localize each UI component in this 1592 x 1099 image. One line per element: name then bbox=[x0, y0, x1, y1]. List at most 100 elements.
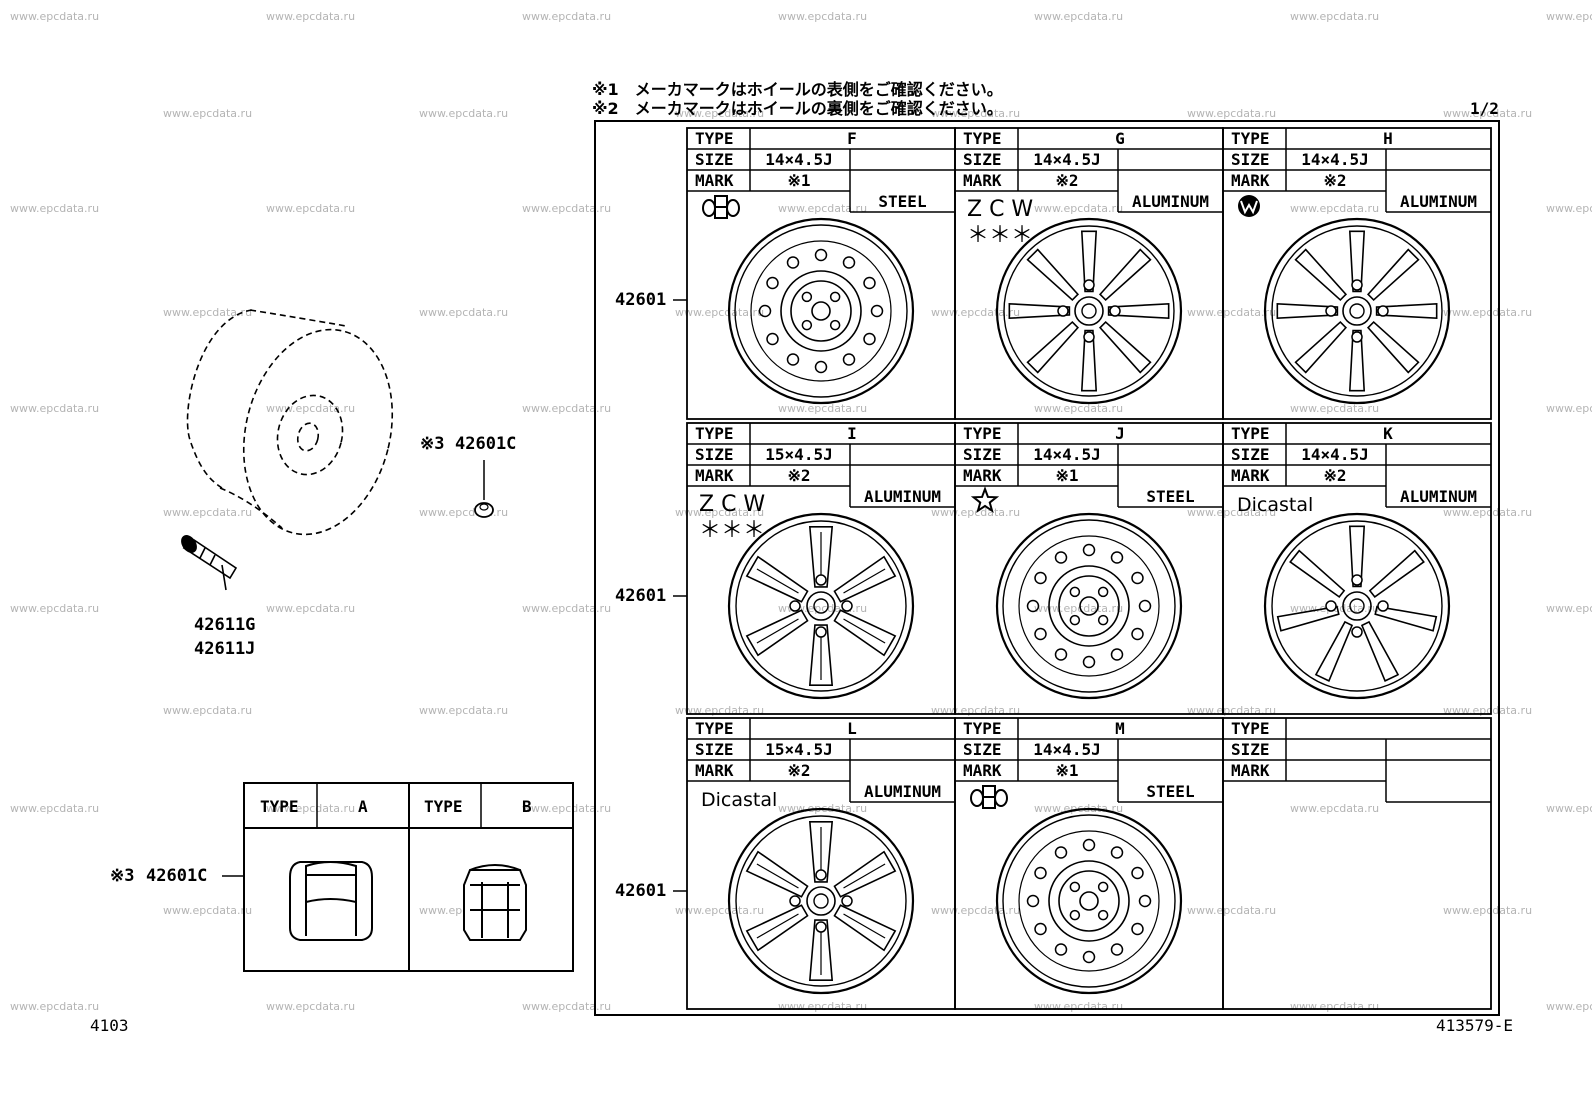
watermark-text: www.epcdata.ru bbox=[675, 506, 764, 519]
panel-border bbox=[1222, 422, 1492, 715]
spec-type-value: H bbox=[1383, 129, 1393, 148]
watermark-text: www.epcdata.ru bbox=[266, 402, 355, 415]
watermark-text: www.epcdata.ru bbox=[1187, 704, 1276, 717]
nut-table-ref: ※3 bbox=[110, 866, 134, 886]
wheel-drawing bbox=[727, 807, 915, 995]
watermark-text: www.epcdata.ru bbox=[10, 10, 99, 23]
spec-label-size: SIZE bbox=[695, 150, 734, 169]
watermark-text: www.epcdata.ru bbox=[266, 10, 355, 23]
watermark-text: www.epcdata.ru bbox=[1187, 904, 1276, 917]
brand-mark: Dicastal bbox=[1237, 494, 1313, 516]
spec-size-value: 14×4.5J bbox=[765, 150, 832, 169]
spec-label-type: TYPE bbox=[963, 129, 1002, 148]
brand-mark: Z C W＊＊＊ bbox=[699, 492, 765, 543]
watermark-text: www.epcdata.ru bbox=[931, 107, 1020, 120]
nut-a-drawing bbox=[289, 861, 373, 941]
watermark-text: www.epcdata.ru bbox=[1034, 1000, 1123, 1013]
tire-center bbox=[296, 422, 320, 452]
watermark-text: www.epcdata.ru bbox=[163, 306, 252, 319]
spec-type-value: I bbox=[847, 424, 857, 443]
brand-mark bbox=[1238, 195, 1260, 217]
spec-size-value: 14×4.5J bbox=[1033, 740, 1100, 759]
tire-bottom-edge bbox=[219, 487, 283, 529]
spec-type-value: K bbox=[1383, 424, 1393, 443]
lug-nut-icon[interactable] bbox=[474, 460, 494, 518]
spec-label-size: SIZE bbox=[1231, 445, 1270, 464]
brand-mark bbox=[970, 486, 1000, 514]
watermark-text: www.epcdata.ru bbox=[1443, 704, 1532, 717]
material-label: STEEL bbox=[878, 192, 926, 211]
spec-label-size: SIZE bbox=[963, 445, 1002, 464]
spec-mark-value: ※1 bbox=[1055, 761, 1078, 780]
spec-size-value: 14×4.5J bbox=[1301, 150, 1368, 169]
spec-label-size: SIZE bbox=[695, 740, 734, 759]
note-front-mark: ※1 メーカマークはホイールの表側をご確認ください。 bbox=[592, 80, 1003, 99]
nut-top bbox=[479, 503, 489, 511]
nut-part-number[interactable]: 42601C bbox=[455, 434, 516, 454]
watermark-text: www.epcdata.ru bbox=[1546, 202, 1592, 215]
watermark-text: www.epcdata.ru bbox=[10, 1000, 99, 1013]
watermark-text: www.epcdata.ru bbox=[1187, 306, 1276, 319]
watermark-text: www.epcdata.ru bbox=[10, 802, 99, 815]
valve-stem-icon[interactable] bbox=[179, 533, 238, 591]
watermark-text: www.epcdata.ru bbox=[778, 10, 867, 23]
wheel-drawing bbox=[995, 512, 1183, 700]
spec-label-mark: MARK bbox=[695, 466, 734, 485]
watermark-text: www.epcdata.ru bbox=[1546, 802, 1592, 815]
valve-ridge bbox=[209, 554, 216, 566]
panel-border bbox=[1222, 717, 1492, 1010]
watermark-text: www.epcdata.ru bbox=[1290, 802, 1379, 815]
spec-label-size: SIZE bbox=[1231, 740, 1270, 759]
brand-text-dicastal: Dicastal bbox=[1237, 494, 1313, 516]
spec-mark-value: ※2 bbox=[787, 466, 810, 485]
watermark-text: www.epcdata.ru bbox=[1546, 402, 1592, 415]
row-callout-1[interactable]: 42601 bbox=[615, 290, 687, 310]
watermark-text: www.epcdata.ru bbox=[1443, 107, 1532, 120]
row-callout-2[interactable]: 42601 bbox=[615, 586, 687, 606]
footer-left-code: 4103 bbox=[90, 1016, 129, 1035]
nut-type-table: TYPE A TYPE B bbox=[243, 782, 574, 972]
watermark-text: www.epcdata.ru bbox=[163, 904, 252, 917]
watermark-text: www.epcdata.ru bbox=[1187, 506, 1276, 519]
watermark-text: www.epcdata.ru bbox=[1546, 1000, 1592, 1013]
watermark-text: www.epcdata.ru bbox=[675, 904, 764, 917]
watermark-text: www.epcdata.ru bbox=[522, 602, 611, 615]
valve-part-number-g[interactable]: 42611G bbox=[194, 615, 255, 635]
watermark-text: www.epcdata.ru bbox=[419, 506, 508, 519]
watermark-text: www.epcdata.ru bbox=[522, 1000, 611, 1013]
wheel-drawing bbox=[727, 217, 915, 405]
watermark-text: www.epcdata.ru bbox=[931, 306, 1020, 319]
spec-label-type: TYPE bbox=[695, 719, 734, 738]
spec-label-mark: MARK bbox=[963, 761, 1002, 780]
row-callout-3[interactable]: 42601 bbox=[615, 881, 687, 901]
nut-b-drawing bbox=[463, 864, 527, 941]
spec-label-mark: MARK bbox=[1231, 171, 1270, 190]
wheel-table-frame bbox=[594, 120, 1500, 1016]
panel-border bbox=[1222, 127, 1492, 420]
valve-part-number-j[interactable]: 42611J bbox=[194, 639, 255, 659]
brand-text-zcw: Z C W bbox=[699, 492, 765, 517]
part-number-42601-row1: 42601 bbox=[615, 290, 666, 310]
brand-mark: Z C W＊＊＊ bbox=[967, 197, 1033, 248]
watermark-text: www.epcdata.ru bbox=[10, 402, 99, 415]
spec-type-value: J bbox=[1115, 424, 1125, 443]
spec-mark-value: ※1 bbox=[1055, 466, 1078, 485]
footer-illustration-number: 413579-E bbox=[1436, 1016, 1513, 1035]
spec-label-mark: MARK bbox=[1231, 761, 1270, 780]
nut-table-part-number[interactable]: 42601C bbox=[146, 866, 207, 886]
wheel-drawing bbox=[727, 512, 915, 700]
watermark-text: www.epcdata.ru bbox=[419, 107, 508, 120]
watermark-text: www.epcdata.ru bbox=[266, 1000, 355, 1013]
watermark-text: www.epcdata.ru bbox=[163, 107, 252, 120]
tire-face bbox=[242, 328, 394, 536]
